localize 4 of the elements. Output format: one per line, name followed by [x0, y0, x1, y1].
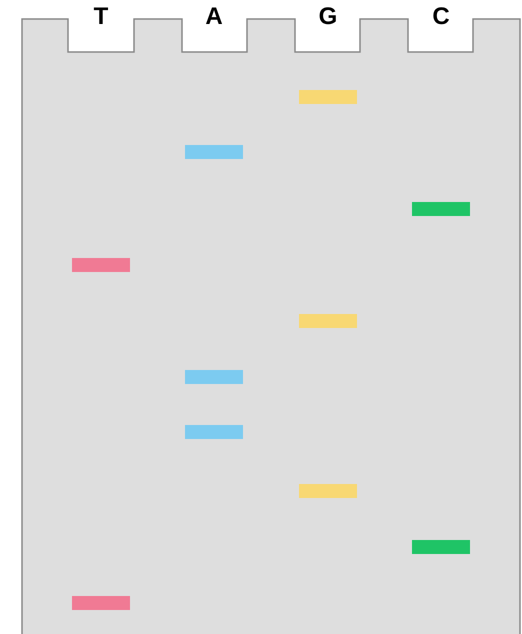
- lane-label: G: [318, 2, 338, 32]
- lane-label: T: [92, 2, 110, 32]
- lane-label: C: [431, 2, 451, 32]
- lane-label: A: [204, 2, 224, 32]
